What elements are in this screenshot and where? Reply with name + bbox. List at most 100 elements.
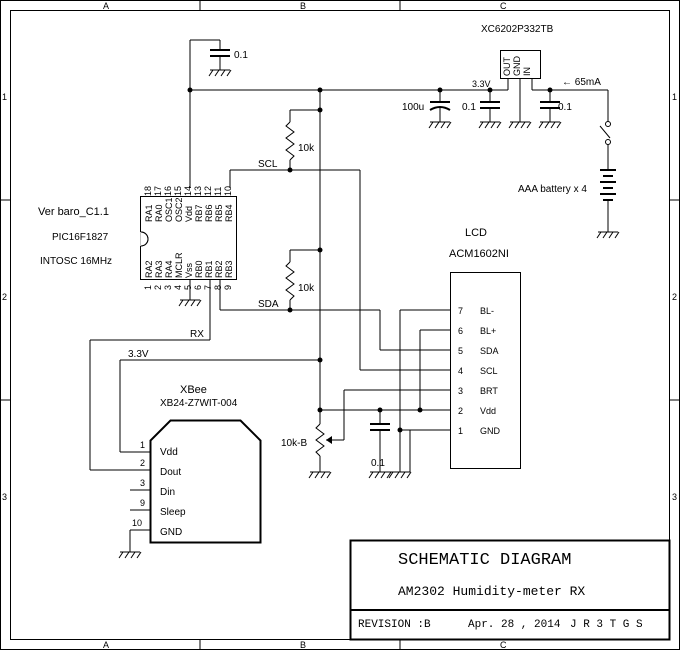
xbee-pin-num: 2 (140, 458, 145, 468)
lcd-pin-num: 1 (458, 426, 463, 436)
resistor-scl-value: 10k (298, 143, 315, 154)
mcu-top-pins: RA1 RA0 OSC1 OSC2 Vdd RB7 RB6 RB5 RB4 18… (143, 186, 234, 222)
cap-top-value: 0.1 (234, 50, 248, 61)
mcu-bottom-pin-num: 4 (173, 285, 183, 290)
mcu-bottom-pins: RA2 RA3 RA4 MCLR Vss RB0 RB1 RB2 RB3 1 2… (143, 252, 234, 290)
lcd-pin-name: BL+ (480, 326, 496, 336)
lcd-wiring (359, 170, 440, 479)
row-label-1: 1 (2, 92, 7, 102)
net-3v3: 3.3V (128, 349, 149, 360)
lcd-title: LCD (465, 227, 487, 239)
mcu-top-pin-name: OSC1 (164, 197, 174, 222)
resistor-scl: 10k (285, 107, 323, 170)
mcu-top-pin-name: RB5 (214, 204, 224, 222)
lcd-pin-num: 3 (458, 386, 463, 396)
lcd-pin-name: BRT (480, 386, 498, 396)
mcu-bottom-pin-name: RA2 (144, 260, 154, 278)
lcd-module: LCD ACM1602NI 7 BL- 6 BL+ 5 SDA 4 SCL 3 … (440, 227, 521, 469)
mcu-bottom-pin-num: 9 (223, 285, 233, 290)
net-sda: SDA (258, 299, 279, 310)
col-label-b: B (300, 1, 306, 11)
lcd-part: ACM1602NI (449, 248, 509, 260)
mcu-top-pin-num: 10 (223, 186, 233, 196)
mcu-top-pin-num: 11 (213, 187, 223, 196)
row-label-3-right: 3 (672, 492, 677, 502)
xbee-pin-name: Sleep (160, 507, 186, 518)
mcu-title: Ver baro_C1.1 (38, 206, 109, 218)
mcu-bottom-pin-name: RB1 (204, 260, 214, 278)
row-label-1-right: 1 (672, 92, 677, 102)
title-heading: SCHEMATIC DIAGRAM (398, 551, 571, 570)
row-label-2: 2 (2, 292, 7, 302)
net-rx: RX (190, 329, 204, 340)
mcu-top-pin-num: 15 (173, 186, 183, 196)
net-scl: SCL (258, 159, 278, 170)
xbee-part: XB24-Z7WIT-004 (160, 398, 238, 409)
lcd-pin-num: 7 (458, 306, 463, 316)
mcu-bottom-pin-name: RB3 (224, 260, 234, 278)
col-label-c: C (500, 1, 507, 11)
title-revision: REVISION :B (358, 619, 431, 631)
mcu-bottom-pin-num: 8 (213, 285, 223, 290)
reg-out-voltage: 3.3V (472, 79, 491, 89)
lcd-pin-num: 5 (458, 346, 463, 356)
mcu-bottom-pin-name: RB0 (194, 260, 204, 278)
mcu-top-pin-num: 12 (203, 186, 213, 196)
power-rail (187, 39, 553, 424)
mcu-top-pin-name: RB7 (194, 204, 204, 222)
mcu-top-pin-name: RB4 (224, 204, 234, 222)
title-subtitle: AM2302 Humidity-meter RX (398, 584, 585, 599)
cap-reg-in: 0.1 (538, 90, 572, 129)
mcu-top-pin-name: RA0 (154, 204, 164, 222)
col-label-a: A (103, 1, 109, 11)
lcd-pin-name: Vdd (480, 406, 496, 416)
mcu-bottom-pin-name: MCLR (174, 252, 184, 278)
title-date: Apr. 28 , 2014 (468, 619, 561, 631)
mcu-bottom-pin-name: Vss (184, 262, 194, 278)
mcu-bottom-pin-name: RA4 (164, 260, 174, 278)
resistor-sda: 10k (285, 247, 323, 310)
mcu-bottom-pin-num: 5 (183, 285, 193, 290)
xbee-pin-name: Dout (160, 467, 181, 478)
pot-value: 10k-B (281, 438, 307, 449)
col-label-c-bottom: C (500, 640, 507, 650)
mcu-top-pin-name: RA1 (144, 204, 154, 222)
reg-pin-gnd: GND (512, 56, 522, 77)
mcu-osc: INTOSC 16MHz (40, 256, 112, 267)
mcu-top-pin-num: 17 (153, 186, 163, 196)
lcd-pin-num: 6 (458, 326, 463, 336)
mcu-part: PIC16F1827 (52, 232, 109, 243)
row-label-2-right: 2 (672, 292, 677, 302)
mcu-bottom-pin-name: RB2 (214, 260, 224, 278)
lcd-pin-name: SCL (480, 366, 498, 376)
battery-label: AAA battery x 4 (518, 184, 587, 195)
mcu-bottom-pin-num: 7 (203, 285, 213, 290)
cap-bulk: 100u (402, 90, 452, 129)
lcd-pin-name: GND (480, 426, 501, 436)
xbee-title: XBee (180, 384, 207, 396)
mcu-bottom-pin-num: 2 (153, 285, 163, 290)
col-label-a-bottom: A (103, 640, 109, 650)
regulator-name: XC6202P332TB (481, 24, 554, 35)
cap-reg-out-value: 0.1 (462, 102, 476, 113)
lcd-pin-num: 2 (458, 406, 463, 416)
xbee-power-net: 3.3V (89, 340, 323, 471)
title-author: J R 3 T G S (570, 619, 643, 631)
cap-top: 0.1 (208, 40, 248, 77)
col-label-b-bottom: B (300, 640, 306, 650)
xbee-pin-num: 10 (132, 518, 142, 528)
battery-current: ← 65mA (562, 77, 601, 88)
resistor-sda-value: 10k (298, 283, 315, 294)
mcu-top-pin-num: 14 (183, 186, 193, 196)
xbee-pin-name: Vdd (160, 447, 178, 458)
mcu-bottom-pin-num: 3 (163, 285, 173, 290)
reg-pin-in: IN (522, 67, 532, 76)
cap-reg-out: 0.1 3.3V (462, 79, 502, 129)
row-label-3: 3 (2, 492, 7, 502)
xbee-pin-num: 9 (140, 498, 145, 508)
potentiometer: 10k-B (281, 389, 440, 479)
cap-lcd: 0.1 (368, 410, 392, 479)
cap-lcd-value: 0.1 (371, 458, 385, 469)
